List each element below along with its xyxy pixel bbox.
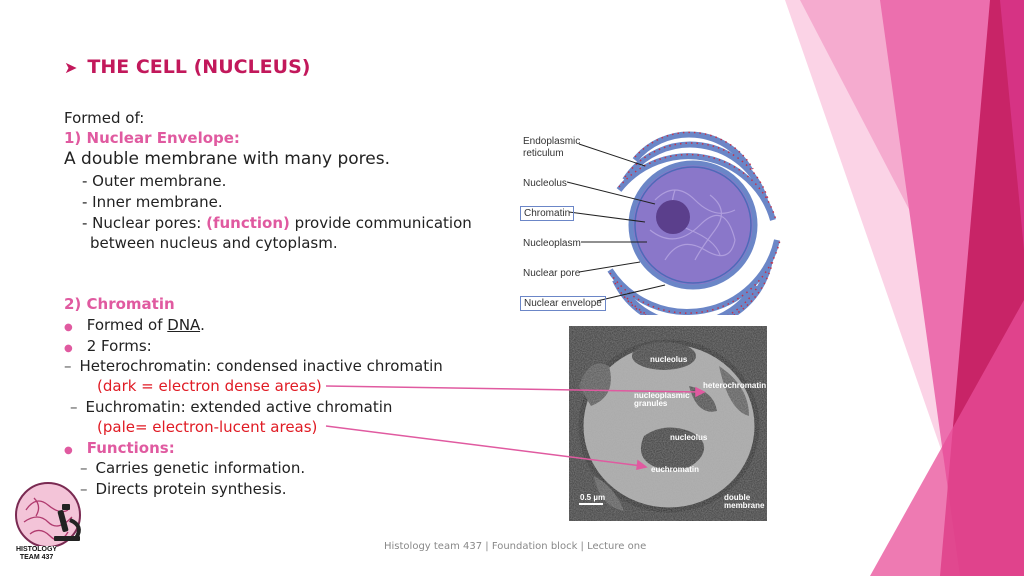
dash-icon: – [80, 480, 88, 498]
em-label-euchromatin: euchromatin [651, 465, 700, 474]
heterochromatin-item: –Heterochromatin: condensed inactive chr… [64, 356, 443, 376]
label-chromatin: Chromatin [520, 206, 575, 221]
function-item-1: –Carries genetic information. [80, 458, 305, 478]
em-label-heterochromatin: heterochromatin [703, 381, 767, 390]
deco-panel-bottom [870, 300, 1024, 576]
function-2-text: Directs protein synthesis. [95, 480, 287, 498]
title-text: THE CELL (NUCLEUS) [87, 56, 311, 78]
leader-lines [566, 143, 666, 302]
nucleus-diagram [566, 131, 781, 315]
euchromatin-note: (pale= electron-lucent areas) [97, 418, 318, 436]
dash-icon: – [70, 398, 78, 416]
dna-period: . [200, 316, 205, 334]
pores-prefix: - Nuclear pores: [82, 214, 202, 232]
pores-function: (function) [206, 214, 290, 232]
deco-panel-corner [1000, 0, 1024, 250]
em-label-nucleolus-top: nucleolus [650, 355, 688, 364]
label-nucleoplasm: Nucleoplasm [523, 238, 581, 249]
function-1-text: Carries genetic information. [95, 459, 306, 477]
formed-of-dna-prefix: Formed of [86, 316, 163, 334]
euchromatin-connector [325, 425, 643, 467]
nuclear-envelope-heading: 1) Nuclear Envelope: [64, 129, 240, 147]
ribosome-dots [609, 131, 781, 315]
outer-membrane-item: - Outer membrane. [82, 172, 227, 190]
bullet-dot-icon: ● [64, 322, 73, 333]
em-label-nucleolus-mid: nucleolus [670, 433, 708, 442]
dash-icon: – [80, 459, 88, 477]
functions-heading-text: Functions: [86, 439, 175, 457]
euchromatin-item: –Euchromatin: extended active chromatin [70, 397, 392, 417]
em-label-double-membrane: double membrane [724, 493, 765, 510]
label-endoplasmic-reticulum: Endoplasmic reticulum [523, 136, 581, 159]
pores-rest: provide communication [294, 214, 472, 232]
em-label-scale-bar: 0.5 µm [580, 493, 606, 502]
pores-line-2: between nucleus and cytoplasm. [90, 234, 338, 252]
logo-text: HISTOLOGY TEAM 437 [16, 546, 58, 562]
chromatin-strands [649, 189, 736, 261]
formed-of-label: Formed of: [64, 109, 145, 127]
functions-heading: ● Functions: [64, 438, 175, 461]
microscope-icon [54, 504, 81, 541]
em-label-nucleoplasmic-granules: nucleoplasmic granules [634, 391, 690, 408]
label-nucleolus: Nucleolus [523, 178, 567, 189]
slide-title: ➤ THE CELL (NUCLEUS) [64, 56, 310, 78]
two-forms-text: 2 Forms: [86, 337, 152, 355]
endoplasmic-reticulum-shape [607, 131, 780, 315]
electron-micrograph [569, 326, 767, 521]
nuclear-pores-item: - Nuclear pores: (function) provide comm… [82, 213, 472, 233]
footer-text: Histology team 437 | Foundation block | … [384, 541, 647, 552]
arrow-icon: ➤ [64, 57, 78, 77]
euchromatin-text: Euchromatin: extended active chromatin [85, 398, 393, 416]
envelope-description: A double membrane with many pores. [64, 149, 391, 169]
heterochromatin-text: Heterochromatin: condensed inactive chro… [79, 357, 443, 375]
label-nuclear-pore: Nuclear pore [523, 268, 581, 279]
dash-icon: – [64, 357, 72, 375]
bullet-dot-icon: ● [64, 445, 73, 456]
inner-membrane-item: - Inner membrane. [82, 193, 223, 211]
bullet-dot-icon: ● [64, 343, 73, 354]
two-forms-item: ● 2 Forms: [64, 336, 152, 359]
formed-of-dna-item: ● Formed of DNA. [64, 315, 205, 338]
function-item-2: –Directs protein synthesis. [80, 479, 286, 499]
heterochromatin-note: (dark = electron dense areas) [97, 377, 322, 395]
nucleolus-shape [656, 200, 690, 234]
dna-term: DNA [167, 316, 201, 334]
chromatin-heading: 2) Chromatin [64, 295, 175, 313]
heterochromatin-connector [325, 385, 701, 393]
label-nuclear-envelope: Nuclear envelope [520, 296, 606, 311]
